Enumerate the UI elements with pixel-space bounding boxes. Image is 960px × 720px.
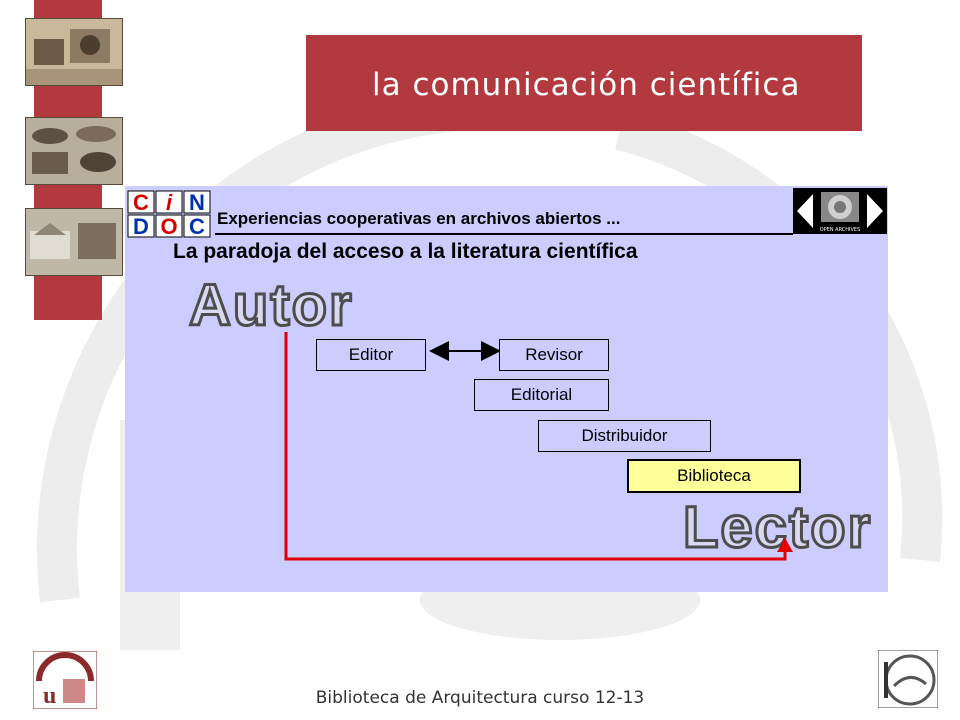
editorial-box: Editorial: [474, 379, 609, 411]
cindoc-letter-5: O: [160, 214, 177, 238]
flow-arrows: [284, 332, 793, 561]
svg-text:u: u: [43, 683, 56, 709]
universidad-sevilla-logo: u: [33, 651, 97, 709]
architecture-photo-1: [25, 18, 123, 86]
cindoc-letter-2: i: [166, 190, 173, 215]
distribuidor-box: Distribuidor: [538, 420, 711, 452]
biblioteca-box: Biblioteca: [627, 459, 801, 493]
open-archives-logo: OPEN ARCHIVES: [793, 188, 887, 234]
open-archives-label: OPEN ARCHIVES: [820, 227, 861, 233]
revisor-box: Revisor: [499, 339, 609, 371]
title-banner: la comunicación científica: [306, 35, 862, 131]
editor-box: Editor: [316, 339, 426, 371]
cindoc-letter-3: N: [189, 190, 205, 215]
lector-label: Lector: [681, 494, 873, 562]
slide-header-divider: [215, 233, 793, 235]
architecture-photo-3: [25, 208, 123, 276]
cindoc-logo: C i N D O C: [127, 190, 211, 238]
slide-header: Experiencias cooperativas en archivos ab…: [217, 209, 621, 228]
cindoc-letter-1: C: [133, 190, 149, 215]
slide-title: La paradoja del acceso a la literatura c…: [173, 240, 638, 263]
cindoc-letter-4: D: [133, 214, 149, 238]
architecture-photo-2: [25, 117, 123, 185]
biblioteca-logo: [878, 650, 938, 708]
cindoc-letter-6: C: [189, 214, 205, 238]
embedded-slide: C i N D O C Experiencias cooperativas en…: [125, 186, 888, 592]
page-title: la comunicación científica: [372, 67, 801, 103]
autor-label: Autor: [188, 272, 354, 340]
footer-text: Biblioteca de Arquitectura curso 12-13: [315, 688, 645, 708]
